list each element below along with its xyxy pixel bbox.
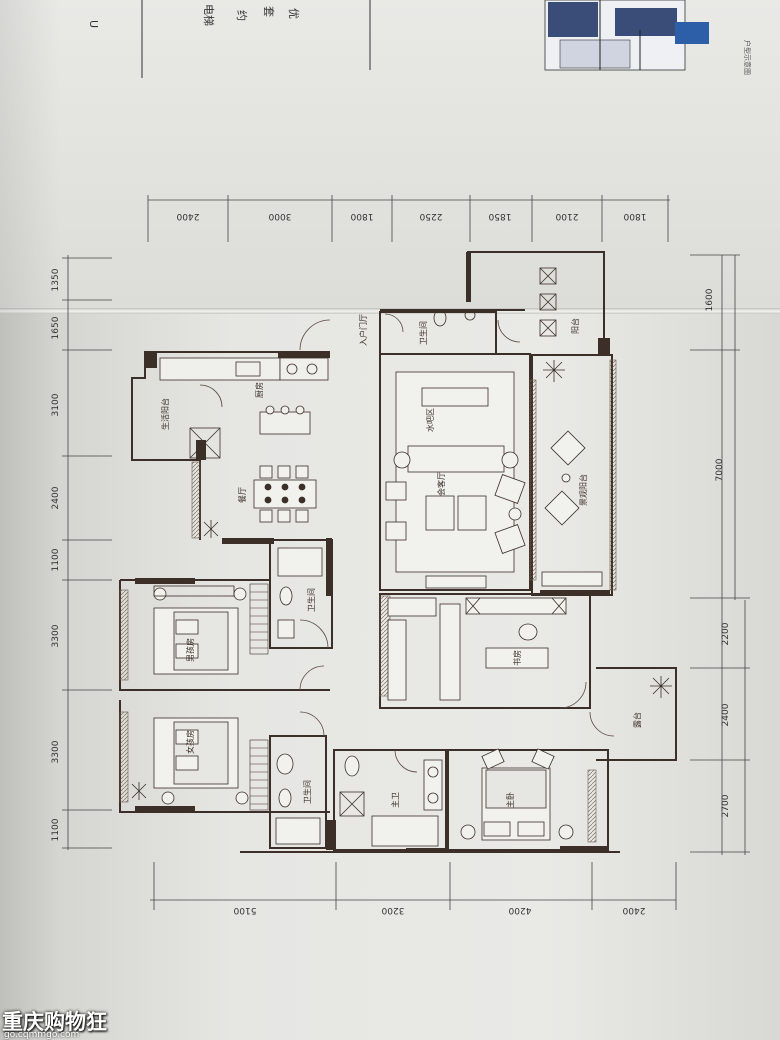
plant-icon <box>203 520 219 538</box>
label-dining: 餐厅 <box>238 487 247 503</box>
dim-right-1: 1600 <box>705 288 715 311</box>
label-master-bath: 主卫 <box>390 792 400 808</box>
dim-left-7: 3300 <box>51 740 61 763</box>
wardrobes <box>249 583 269 811</box>
door-swings <box>199 313 615 773</box>
top-fragment-3: 套 <box>262 6 275 17</box>
left-dimension-strip <box>62 255 112 850</box>
label-top-balcony: 阳台 <box>570 318 580 334</box>
master-bed-icon <box>460 748 574 841</box>
dim-bottom-1: 5100 <box>233 905 256 915</box>
dim-top-5: 1850 <box>488 211 511 221</box>
label-girls-room: 女孩房 <box>185 730 195 754</box>
dim-left-3: 3100 <box>51 393 61 416</box>
dim-top-2: 3000 <box>268 211 291 221</box>
label-water-bar: 水吧区 <box>425 408 435 432</box>
boys-bed-icon <box>153 585 247 675</box>
study-furniture <box>387 597 567 701</box>
label-bath-low: 卫生间 <box>302 780 312 804</box>
master-bath-fixtures <box>339 755 443 847</box>
top-fragment-2: 约 <box>235 10 248 21</box>
label-top-bath: 卫生间 <box>418 321 428 345</box>
dim-top-7: 1800 <box>623 211 646 221</box>
room-labels: 入户门厅 卫生间 阳台 生活阳台 厨房 餐厅 水吧区 会客厅 景观阳台 卫生间 … <box>160 314 642 808</box>
dim-top-4: 2250 <box>419 211 442 221</box>
balcony-furniture <box>541 430 603 587</box>
window-strips <box>119 359 617 843</box>
dim-bottom-3: 4200 <box>508 905 531 915</box>
top-page-text: U 电梯 约 套 优 <box>87 4 300 28</box>
top-balcony-items <box>433 267 557 337</box>
dim-top-3: 1800 <box>350 211 373 221</box>
binding-shadow <box>0 0 60 1040</box>
label-utility-balcony: 生活阳台 <box>160 398 170 430</box>
label-master-bedroom: 主卧 <box>505 792 515 808</box>
lower-bath-fixtures <box>275 753 321 845</box>
dim-right-4: 2400 <box>721 703 731 726</box>
living-furniture <box>385 371 526 589</box>
bottom-dimension-strip <box>150 862 677 910</box>
top-fragment-4: 优 <box>287 8 300 19</box>
label-study: 书房 <box>512 650 522 666</box>
dim-bottom-2: 3200 <box>381 905 404 915</box>
label-boys-room: 男孩房 <box>185 638 195 662</box>
dim-right-2: 7000 <box>715 458 725 481</box>
dim-left-6: 3300 <box>51 624 61 647</box>
right-dimension-strip <box>690 254 750 855</box>
label-living: 会客厅 <box>436 472 446 496</box>
key-plan-thumbnail <box>544 0 709 71</box>
dim-left-2: 1650 <box>51 316 61 339</box>
label-entry-hall: 入户门厅 <box>358 314 368 346</box>
dim-left-8: 1100 <box>51 818 61 841</box>
top-dimension-strip <box>147 195 670 242</box>
heavy-walls <box>135 252 610 852</box>
mid-bath-fixtures <box>277 547 323 639</box>
watermark-url: go.cqmmgo.com <box>4 1030 80 1040</box>
dim-left-4: 2400 <box>51 486 61 509</box>
label-scenic-balcony: 景观阳台 <box>578 474 588 506</box>
girls-bed-icon <box>153 717 249 805</box>
palm-icon <box>543 360 672 698</box>
label-kitchen: 厨房 <box>254 382 264 398</box>
girls-room-plant-icon <box>131 782 147 800</box>
kitchen-counters <box>159 357 329 435</box>
dim-right-3: 2200 <box>721 622 731 645</box>
dim-right-5: 2700 <box>721 794 731 817</box>
dim-left-5: 1100 <box>51 548 61 571</box>
top-fragment-1: 电梯 <box>202 4 215 26</box>
dining-table-icon <box>253 465 317 523</box>
label-terrace: 露台 <box>632 712 642 728</box>
dim-bottom-4: 2400 <box>622 905 645 915</box>
washer-icon <box>189 427 221 459</box>
watermark-text: 重庆购物狂 <box>2 1010 107 1034</box>
dim-top-6: 2100 <box>555 211 578 221</box>
dim-left-1: 1350 <box>51 268 61 291</box>
corner-caption: 户型示意图 <box>743 40 752 75</box>
label-bath-mid: 卫生间 <box>306 588 316 612</box>
dim-top-1: 2400 <box>176 211 199 221</box>
top-fragment-u: U <box>87 20 100 28</box>
